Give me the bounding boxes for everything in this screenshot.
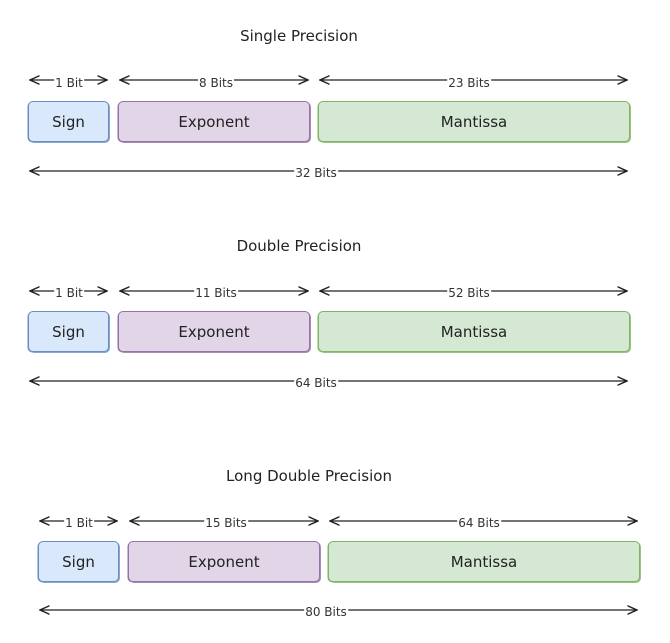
dimension-arrows: [0, 0, 670, 643]
